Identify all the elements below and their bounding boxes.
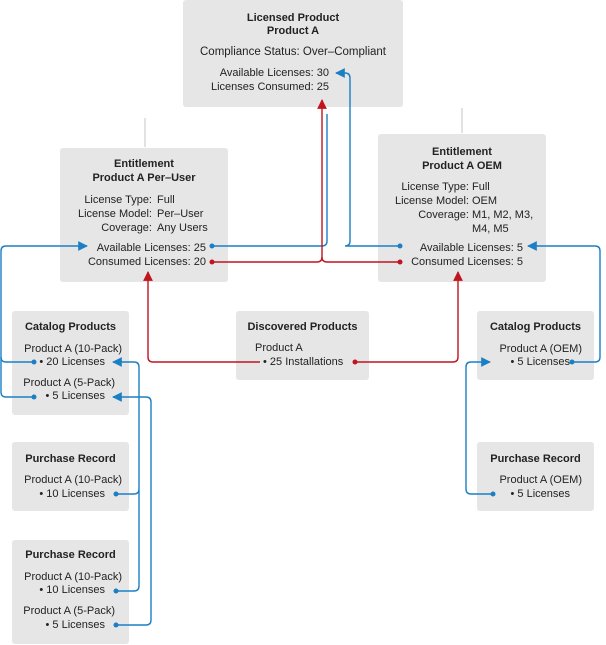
- catalog-left-box: Catalog Products Product A (10-Pack) • 2…: [12, 311, 129, 415]
- peruser-coverage-label: Coverage:: [101, 222, 152, 234]
- purchase-record-right-box: Purchase Record Product A (OEM) • 5 Lice…: [477, 442, 594, 511]
- discovered-name: Product A: [255, 342, 303, 354]
- oem-coverage-value-1: M1, M2, M3,: [472, 209, 534, 221]
- peruser-consumed: Consumed Licenses: 20: [87, 256, 206, 268]
- purchase-record-2-box: Purchase Record Product A (10-Pack) • 10…: [12, 540, 129, 644]
- catalog-left-item2-name: Product A (5-Pack): [23, 377, 115, 389]
- discovered-title: Discovered Products: [247, 321, 358, 333]
- oem-coverage-label: Coverage:: [418, 209, 469, 221]
- oem-coverage-value-2: M4, M5: [472, 223, 509, 235]
- entitlement-oem-title: Entitlement: [432, 146, 492, 158]
- wire-discovered-to-oem: [355, 271, 463, 363]
- purchase-record-1-box: Purchase Record Product A (10-Pack) • 10…: [12, 442, 129, 511]
- peruser-type-value: Full: [157, 194, 175, 206]
- purchase-record-2-item2-count: • 5 Licenses: [45, 619, 106, 631]
- oem-consumed: Consumed Licenses: 5: [411, 256, 523, 268]
- catalog-right-count: • 5 Licenses: [510, 356, 571, 368]
- purchase-record-2-title: Purchase Record: [25, 549, 116, 561]
- peruser-model-value: Per–User: [157, 208, 204, 220]
- discovered-count: • 25 Installations: [263, 356, 344, 368]
- discovered-box: Discovered Products Product A • 25 Insta…: [236, 311, 369, 380]
- wire-peruser-consumed-up: [212, 99, 327, 263]
- catalog-left-item1-name: Product A (10-Pack): [24, 343, 122, 355]
- oem-type-label: License Type:: [401, 181, 469, 193]
- entitlement-peruser-title: Entitlement: [114, 158, 174, 170]
- oem-available: Available Licenses: 5: [419, 242, 523, 254]
- purchase-record-1-name: Product A (10-Pack): [24, 474, 122, 486]
- compliance-status: Compliance Status: Over–Compliant: [200, 46, 386, 58]
- peruser-model-label: License Model:: [78, 208, 152, 220]
- catalog-left-title: Catalog Products: [24, 321, 117, 333]
- oem-model-value: OEM: [472, 195, 498, 207]
- purchase-record-2-item2-name: Product A (5-Pack): [23, 605, 115, 617]
- peruser-coverage-value: Any Users: [157, 222, 208, 234]
- licensed-product-name: Product A: [266, 25, 320, 37]
- purchase-record-1-count: • 10 Licenses: [39, 488, 105, 500]
- licensed-consumed: Licenses Consumed: 25: [210, 81, 329, 93]
- entitlement-oem-box: Entitlement Product A OEM License Type: …: [378, 134, 546, 282]
- purchase-record-right-count: • 5 Licenses: [510, 488, 571, 500]
- entitlement-oem-name: Product A OEM: [422, 160, 502, 172]
- oem-model-label: License Model:: [395, 195, 469, 207]
- entitlement-peruser-box: Entitlement Product A Per–User License T…: [60, 148, 228, 282]
- purchase-record-2-item1-count: • 10 Licenses: [39, 584, 105, 596]
- catalog-left-item2-count: • 5 Licenses: [45, 390, 106, 402]
- catalog-left-item1-count: • 20 Licenses: [39, 356, 105, 368]
- wire-peruser-available-up: [212, 114, 328, 247]
- peruser-type-label: License Type:: [84, 194, 152, 206]
- catalog-right-name: Product A (OEM): [499, 343, 582, 355]
- purchase-record-2-item1-name: Product A (10-Pack): [24, 571, 122, 583]
- licensed-product-box: Licensed Product Product A Compliance St…: [183, 0, 403, 107]
- purchase-record-1-title: Purchase Record: [25, 453, 116, 465]
- entitlement-peruser-name: Product A Per–User: [92, 172, 196, 184]
- catalog-right-box: Catalog Products Product A (OEM) • 5 Lic…: [477, 311, 594, 380]
- peruser-available: Available Licenses: 25: [96, 242, 206, 254]
- licensed-available: Available Licenses: 30: [219, 67, 329, 79]
- oem-type-value: Full: [472, 181, 490, 193]
- purchase-record-right-name: Product A (OEM): [499, 474, 582, 486]
- licensed-product-title: Licensed Product: [246, 12, 340, 24]
- purchase-record-right-title: Purchase Record: [490, 453, 581, 465]
- catalog-right-title: Catalog Products: [489, 321, 582, 333]
